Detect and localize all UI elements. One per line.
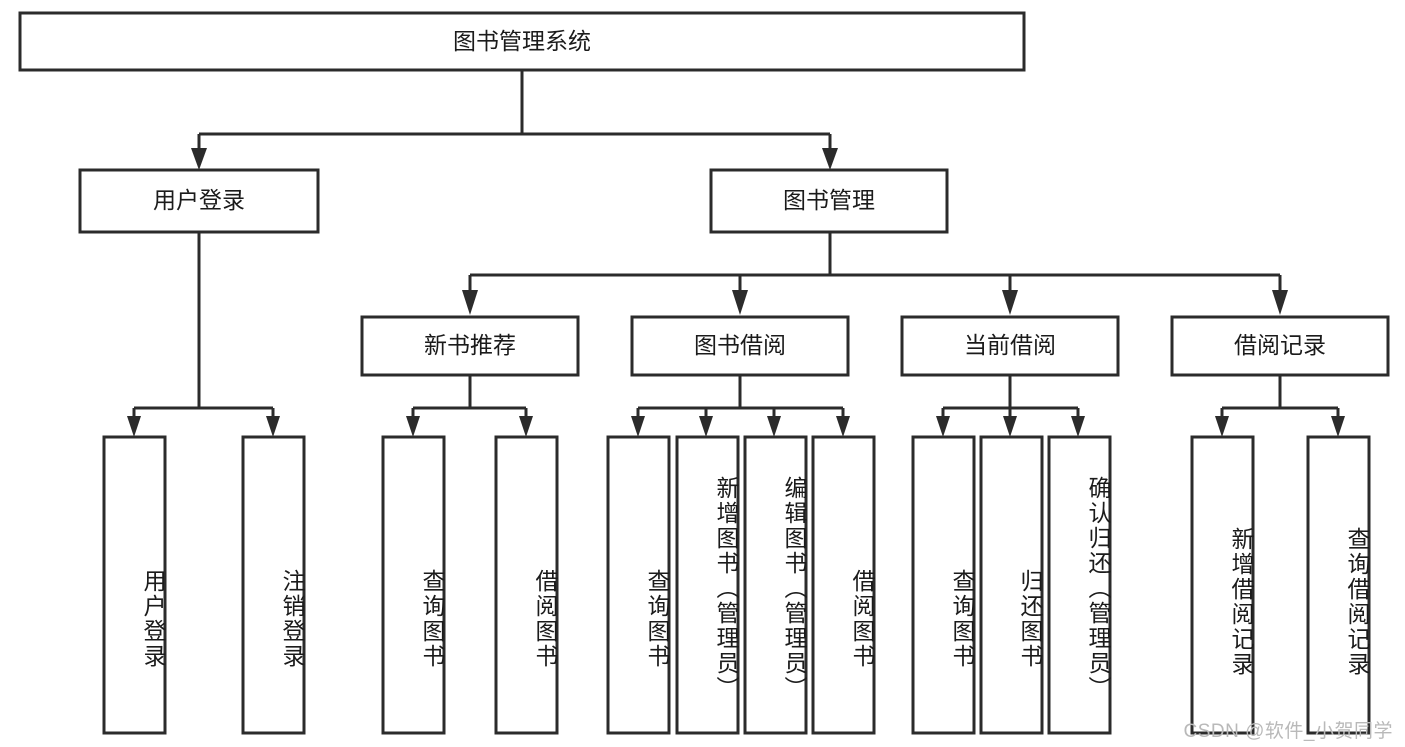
- leaf-box-new-book-2[interactable]: [494, 435, 559, 735]
- node-book-manage[interactable]: 图书管理: [709, 168, 949, 234]
- leaf-box-borrow-record-1[interactable]: [1190, 435, 1255, 735]
- edges-borrow-record-to-leaves: [1215, 375, 1345, 437]
- node-root-label: 图书管理系统: [453, 28, 591, 54]
- node-new-book-recommend[interactable]: 新书推荐: [360, 315, 580, 377]
- node-current-borrow[interactable]: 当前借阅: [900, 315, 1120, 377]
- arrowhead-user-leaf-1: [127, 416, 141, 437]
- node-book-borrow-box[interactable]: [630, 315, 850, 377]
- arrowhead-to-book-manage: [822, 148, 838, 170]
- node-root-box[interactable]: [18, 11, 1026, 72]
- edges-book-manage-to-level3: [462, 232, 1288, 315]
- leaf-box-user-login-1[interactable]: [102, 435, 167, 735]
- node-book-manage-label: 图书管理: [783, 187, 875, 213]
- arrowhead-borrowrecord-leaf-1: [1215, 416, 1229, 437]
- leaf-box-book-borrow-3[interactable]: [743, 435, 808, 735]
- node-user-login-label: 用户登录: [153, 187, 245, 213]
- node-book-manage-box[interactable]: [709, 168, 949, 234]
- leaf-box-book-borrow-4[interactable]: [811, 435, 876, 735]
- leaf-box-borrow-record-2[interactable]: [1306, 435, 1371, 735]
- node-user-login-box[interactable]: [78, 168, 320, 234]
- csdn-watermark: CSDN @软件_小贺同学: [1183, 721, 1393, 742]
- arrowhead-to-book-borrow: [732, 290, 748, 315]
- arrowhead-currentborrow-leaf-2: [1003, 416, 1017, 437]
- leaf-box-new-book-1[interactable]: [381, 435, 446, 735]
- node-user-login[interactable]: 用户登录: [78, 168, 320, 234]
- arrowhead-bookborrow-leaf-3: [767, 416, 781, 437]
- edges-new-book-to-leaves: [406, 375, 533, 437]
- arrowhead-borrowrecord-leaf-2: [1331, 416, 1345, 437]
- node-book-borrow-label: 图书借阅: [694, 332, 786, 358]
- leaf-box-book-borrow-2[interactable]: [675, 435, 740, 735]
- leaf-box-current-borrow-3[interactable]: [1047, 435, 1112, 735]
- arrowhead-currentborrow-leaf-1: [936, 416, 950, 437]
- arrowhead-currentborrow-leaf-3: [1071, 416, 1085, 437]
- node-current-borrow-box[interactable]: [900, 315, 1120, 377]
- arrowhead-bookborrow-leaf-1: [631, 416, 645, 437]
- arrowhead-newbook-leaf-2: [519, 416, 533, 437]
- node-new-book-recommend-box[interactable]: [360, 315, 580, 377]
- node-root[interactable]: 图书管理系统: [18, 11, 1026, 72]
- arrowhead-newbook-leaf-1: [406, 416, 420, 437]
- node-new-book-recommend-label: 新书推荐: [424, 332, 516, 358]
- arrowhead-to-new-book: [462, 290, 478, 315]
- edges-book-borrow-to-leaves: [631, 375, 850, 437]
- edges-root-to-level2: [191, 70, 838, 170]
- leaf-box-current-borrow-1[interactable]: [911, 435, 976, 735]
- arrowhead-to-borrow-record: [1272, 290, 1288, 315]
- leaf-box-user-login-2[interactable]: [241, 435, 306, 735]
- edges-current-borrow-to-leaves: [936, 375, 1085, 437]
- leaf-box-book-borrow-1[interactable]: [606, 435, 671, 735]
- node-borrow-record-box[interactable]: [1170, 315, 1390, 377]
- arrowhead-to-current-borrow: [1002, 290, 1018, 315]
- arrowhead-to-user-login: [191, 148, 207, 170]
- arrowhead-user-leaf-2: [266, 416, 280, 437]
- edges-user-login-to-leaves: [127, 232, 280, 437]
- node-borrow-record-label: 借阅记录: [1234, 332, 1326, 358]
- node-current-borrow-label: 当前借阅: [964, 332, 1056, 358]
- node-borrow-record[interactable]: 借阅记录: [1170, 315, 1390, 377]
- arrowhead-bookborrow-leaf-2: [699, 416, 713, 437]
- node-book-borrow[interactable]: 图书借阅: [630, 315, 850, 377]
- leaf-box-current-borrow-2[interactable]: [979, 435, 1044, 735]
- arrowhead-bookborrow-leaf-4: [836, 416, 850, 437]
